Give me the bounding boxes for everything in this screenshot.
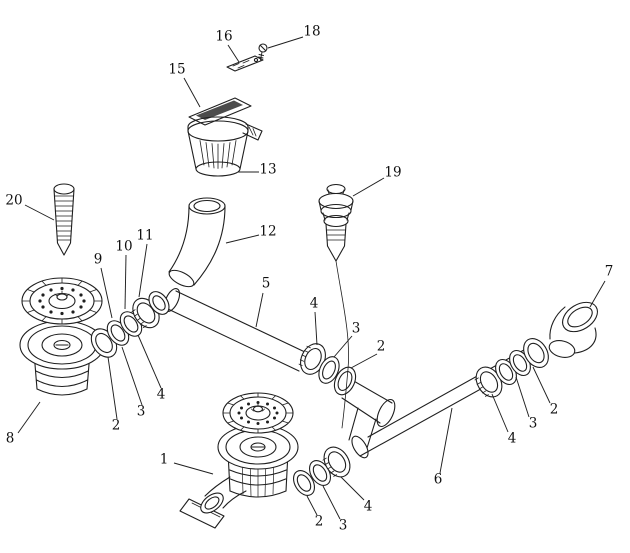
callout-leader-10: [124, 254, 127, 310]
callout-label-9: 9: [94, 252, 103, 268]
washer: [145, 288, 173, 318]
part-15-cover-plate: [189, 98, 251, 125]
part-7-elbow: [547, 296, 602, 360]
callout-leader-12: [225, 234, 260, 244]
callout-leader-4: [137, 334, 162, 389]
callout-leader-2: [107, 356, 118, 420]
stopper-linkage-line: [336, 261, 349, 428]
callout-leader-18: [267, 36, 304, 49]
part-20-ribbed-plug: [54, 184, 74, 255]
callout-label-2: 2: [112, 418, 121, 434]
callout-leader-3: [515, 376, 530, 418]
callout-leader-2: [306, 495, 318, 516]
callout-label-13: 13: [259, 162, 276, 178]
strainer-perforations: [38, 286, 86, 316]
part-5-waste-pipe: [161, 286, 307, 371]
strainer-perforations: [237, 401, 279, 425]
callout-leader-4: [314, 311, 318, 346]
callout-label-18: 18: [303, 24, 320, 40]
callout-leader-3: [121, 346, 143, 406]
callout-leader-8: [17, 401, 41, 434]
callout-leader-19: [352, 177, 385, 197]
part-12-tailpiece-elbow: [167, 198, 225, 290]
callout-label-4: 4: [157, 387, 166, 403]
left-washer-nut-stack: [86, 288, 173, 362]
callout-label-19: 19: [384, 165, 401, 181]
callout-leader-5: [255, 292, 264, 328]
part-8-strainer-assembly-left: [20, 278, 104, 395]
part-18-screw: [259, 44, 267, 60]
callout-label-4: 4: [310, 296, 319, 312]
slip-nut: [519, 334, 554, 372]
callout-label-3: 3: [352, 321, 361, 337]
callout-leader-16: [227, 44, 240, 63]
callout-label-3: 3: [137, 404, 146, 420]
callout-leader-2: [532, 366, 551, 404]
callout-leader-15: [183, 77, 201, 108]
callout-leader-9: [100, 267, 113, 319]
callout-leader-4: [340, 476, 365, 501]
callout-label-1: 1: [160, 452, 169, 468]
pipe5-washer-nut-stack: [296, 340, 360, 399]
callout-label-6: 6: [434, 472, 443, 488]
callout-leader-6: [439, 407, 453, 474]
callout-leader-20: [24, 204, 55, 221]
callout-leader-2: [350, 353, 378, 369]
callout-label-7: 7: [605, 264, 614, 280]
callout-label-12: 12: [259, 224, 276, 240]
callout-label-16: 16: [215, 29, 232, 45]
part-13-crumb-cup-basket: [188, 117, 262, 176]
callout-label-8: 8: [6, 431, 15, 447]
washer: [315, 354, 343, 387]
washer: [289, 467, 319, 499]
callout-label-4: 4: [508, 431, 517, 447]
callout-label-20: 20: [5, 193, 22, 209]
callout-leader-4: [491, 393, 509, 433]
callout-label-2: 2: [315, 514, 324, 530]
center-tee-fitting: [342, 380, 398, 448]
callout-label-15: 15: [168, 62, 185, 78]
callout-label-10: 10: [115, 239, 132, 255]
callout-label-2: 2: [550, 402, 559, 418]
callout-label-3: 3: [529, 416, 538, 432]
part-1-strainer-assembly-center: [180, 393, 298, 528]
pipe6-washer-nut-stack: [471, 334, 554, 402]
callout-label-2: 2: [377, 339, 386, 355]
callout-label-4: 4: [364, 499, 373, 515]
washer: [305, 457, 335, 489]
center-washer-nut-stack: [289, 442, 355, 499]
part-19-stopper: [319, 185, 353, 262]
callout-leader-1: [173, 462, 214, 475]
callout-leader-3: [322, 485, 341, 520]
callout-label-3: 3: [339, 518, 348, 534]
callout-leader-3: [333, 335, 353, 358]
slip-nut: [319, 442, 355, 481]
callout-label-5: 5: [262, 276, 271, 292]
part-16-retainer-strip: [227, 56, 263, 71]
callout-leader-11: [138, 243, 148, 298]
callout-leader-7: [589, 280, 606, 308]
callout-label-11: 11: [136, 228, 153, 244]
